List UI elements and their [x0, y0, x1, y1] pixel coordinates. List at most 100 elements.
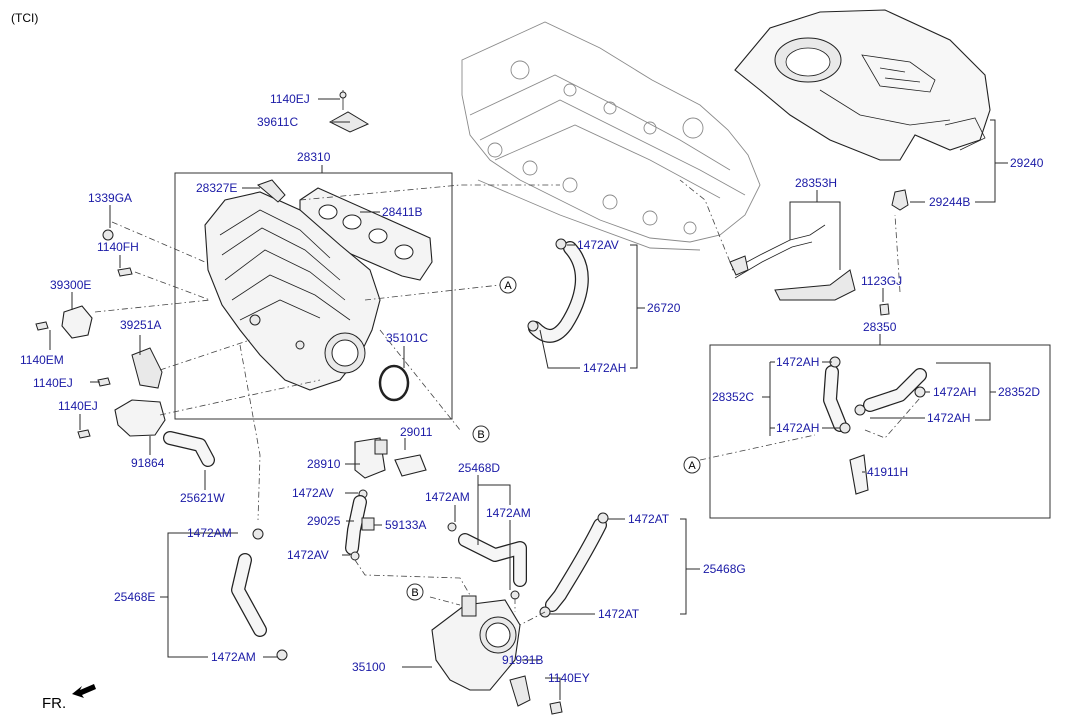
label-1472am-d[interactable]: 1472AM [211, 650, 256, 664]
label-1140em[interactable]: 1140EM [20, 353, 64, 367]
label-1140ej-low[interactable]: 1140EJ [58, 399, 98, 413]
label-91931b[interactable]: 91931B [502, 653, 543, 667]
clamp-1472am-b[interactable] [510, 590, 520, 600]
bolt-1140em[interactable] [35, 321, 49, 331]
clamp-1472ah-mid[interactable] [527, 320, 539, 332]
label-1472at-a[interactable]: 1472AT [628, 512, 670, 526]
valve-28910[interactable] [354, 437, 388, 479]
clamp-1472am-c[interactable] [252, 528, 264, 540]
clamp-1472av-b[interactable] [350, 551, 360, 561]
hose-25468d[interactable] [458, 533, 527, 587]
label-1472am-c[interactable]: 1472AM [187, 526, 232, 540]
label-1472ah-2[interactable]: 1472AH [933, 385, 976, 399]
label-1472am-a[interactable]: 1472AM [425, 490, 470, 504]
label-1140ey[interactable]: 1140EY [548, 671, 590, 685]
clamp-1472ah-2[interactable] [914, 386, 926, 398]
hose-25621w[interactable] [163, 431, 215, 467]
bolt-1140fh[interactable] [117, 267, 133, 277]
manifold-gasket[interactable] [299, 187, 433, 281]
label-28352d[interactable]: 28352D [998, 385, 1040, 399]
label-1123gj[interactable]: 1123GJ [861, 274, 902, 288]
reference-a-right: A [683, 456, 701, 474]
grommet-29244b[interactable] [891, 189, 909, 211]
intake-manifold-group-box [174, 172, 453, 420]
label-25468e[interactable]: 25468E [114, 590, 155, 604]
hose-25468e[interactable] [231, 553, 267, 637]
bracket-39251a[interactable] [131, 347, 163, 389]
sensor-28327e[interactable] [257, 179, 286, 203]
label-28310[interactable]: 28310 [297, 150, 331, 164]
label-91864[interactable]: 91864 [131, 456, 165, 470]
label-39611c[interactable]: 39611C [257, 115, 298, 129]
label-25468d[interactable]: 25468D [458, 461, 500, 475]
label-1472ah-mid[interactable]: 1472AH [583, 361, 626, 375]
cylinder-head-illustration [461, 21, 761, 251]
label-26720[interactable]: 26720 [647, 301, 681, 315]
label-1472ah-1[interactable]: 1472AH [776, 355, 819, 369]
hose-29025[interactable] [345, 495, 367, 555]
label-1472ah-3[interactable]: 1472AH [927, 411, 970, 425]
front-arrow-icon [72, 684, 96, 698]
label-39251a[interactable]: 39251A [120, 318, 161, 332]
label-39300e[interactable]: 39300E [50, 278, 91, 292]
label-29025[interactable]: 29025 [307, 514, 341, 528]
sensor-39300e[interactable] [61, 305, 93, 339]
label-28327e[interactable]: 28327E [196, 181, 237, 195]
label-1140ej-mid[interactable]: 1140EJ [33, 376, 73, 390]
label-1339ga[interactable]: 1339GA [88, 191, 132, 205]
label-1472av-top[interactable]: 1472AV [577, 238, 619, 252]
label-35100[interactable]: 35100 [352, 660, 386, 674]
label-1140fh[interactable]: 1140FH [97, 240, 139, 254]
svg-text:A: A [688, 460, 696, 472]
hose-28352c[interactable] [823, 365, 847, 432]
bracket-28353h[interactable] [729, 224, 856, 301]
label-1140ej-top[interactable]: 1140EJ [270, 92, 310, 106]
connector-29011[interactable] [394, 454, 427, 477]
bolt-1123gj[interactable] [879, 303, 890, 316]
bolt-1140ey[interactable] [549, 701, 563, 715]
leader-lines [49, 98, 1008, 700]
label-28910[interactable]: 28910 [307, 457, 341, 471]
clamp-1472at-a[interactable] [597, 512, 609, 524]
label-28352c[interactable]: 28352C [712, 390, 754, 404]
label-1472am-b[interactable]: 1472AM [486, 506, 531, 520]
clamp-1472ah-4[interactable] [839, 422, 851, 434]
label-29011[interactable]: 29011 [400, 425, 433, 439]
clamp-1472av-top[interactable] [555, 238, 567, 250]
label-25468g[interactable]: 25468G [703, 562, 746, 576]
label-1472at-b[interactable]: 1472AT [598, 607, 640, 621]
assembly-lines [94, 179, 921, 626]
clamp-1472am-a[interactable] [447, 522, 457, 532]
engine-cover-illustration [734, 9, 991, 161]
bolt-1140ej-low[interactable] [77, 429, 91, 439]
label-41911h[interactable]: 41911H [867, 465, 908, 479]
label-1472av-a[interactable]: 1472AV [292, 486, 334, 500]
bracket-91931b[interactable] [509, 675, 531, 707]
label-28353h[interactable]: 28353H [795, 176, 837, 190]
label-59133a[interactable]: 59133A [385, 518, 426, 532]
throttle-body[interactable] [431, 595, 521, 691]
o-ring-35101c[interactable] [378, 364, 410, 402]
label-28411b[interactable]: 28411B [382, 205, 422, 219]
label-25621w[interactable]: 25621W [180, 491, 225, 505]
svg-text:B: B [411, 587, 418, 599]
clamp-1472ah-3[interactable] [854, 404, 866, 416]
label-1472ah-4[interactable]: 1472AH [776, 421, 819, 435]
bolt-1339ga[interactable] [102, 229, 114, 241]
hose-26720[interactable] [528, 241, 589, 343]
fitting-41911h[interactable] [849, 454, 869, 495]
svg-text:A: A [504, 280, 512, 292]
label-29244b[interactable]: 29244B [929, 195, 970, 209]
bracket-39611c[interactable] [328, 90, 370, 133]
label-35101c[interactable]: 35101C [386, 331, 428, 345]
plug-59133a[interactable] [361, 517, 375, 531]
clamp-1472am-d[interactable] [276, 649, 288, 661]
hose-28352d[interactable] [863, 368, 927, 412]
label-1472av-b[interactable]: 1472AV [287, 548, 329, 562]
label-28350[interactable]: 28350 [863, 320, 897, 334]
label-29240[interactable]: 29240 [1010, 156, 1044, 170]
bracket-91864[interactable] [114, 399, 166, 437]
intake-manifold[interactable] [204, 191, 381, 391]
hose-25468g[interactable] [545, 518, 607, 612]
bolt-1140ej-mid[interactable] [97, 377, 111, 387]
